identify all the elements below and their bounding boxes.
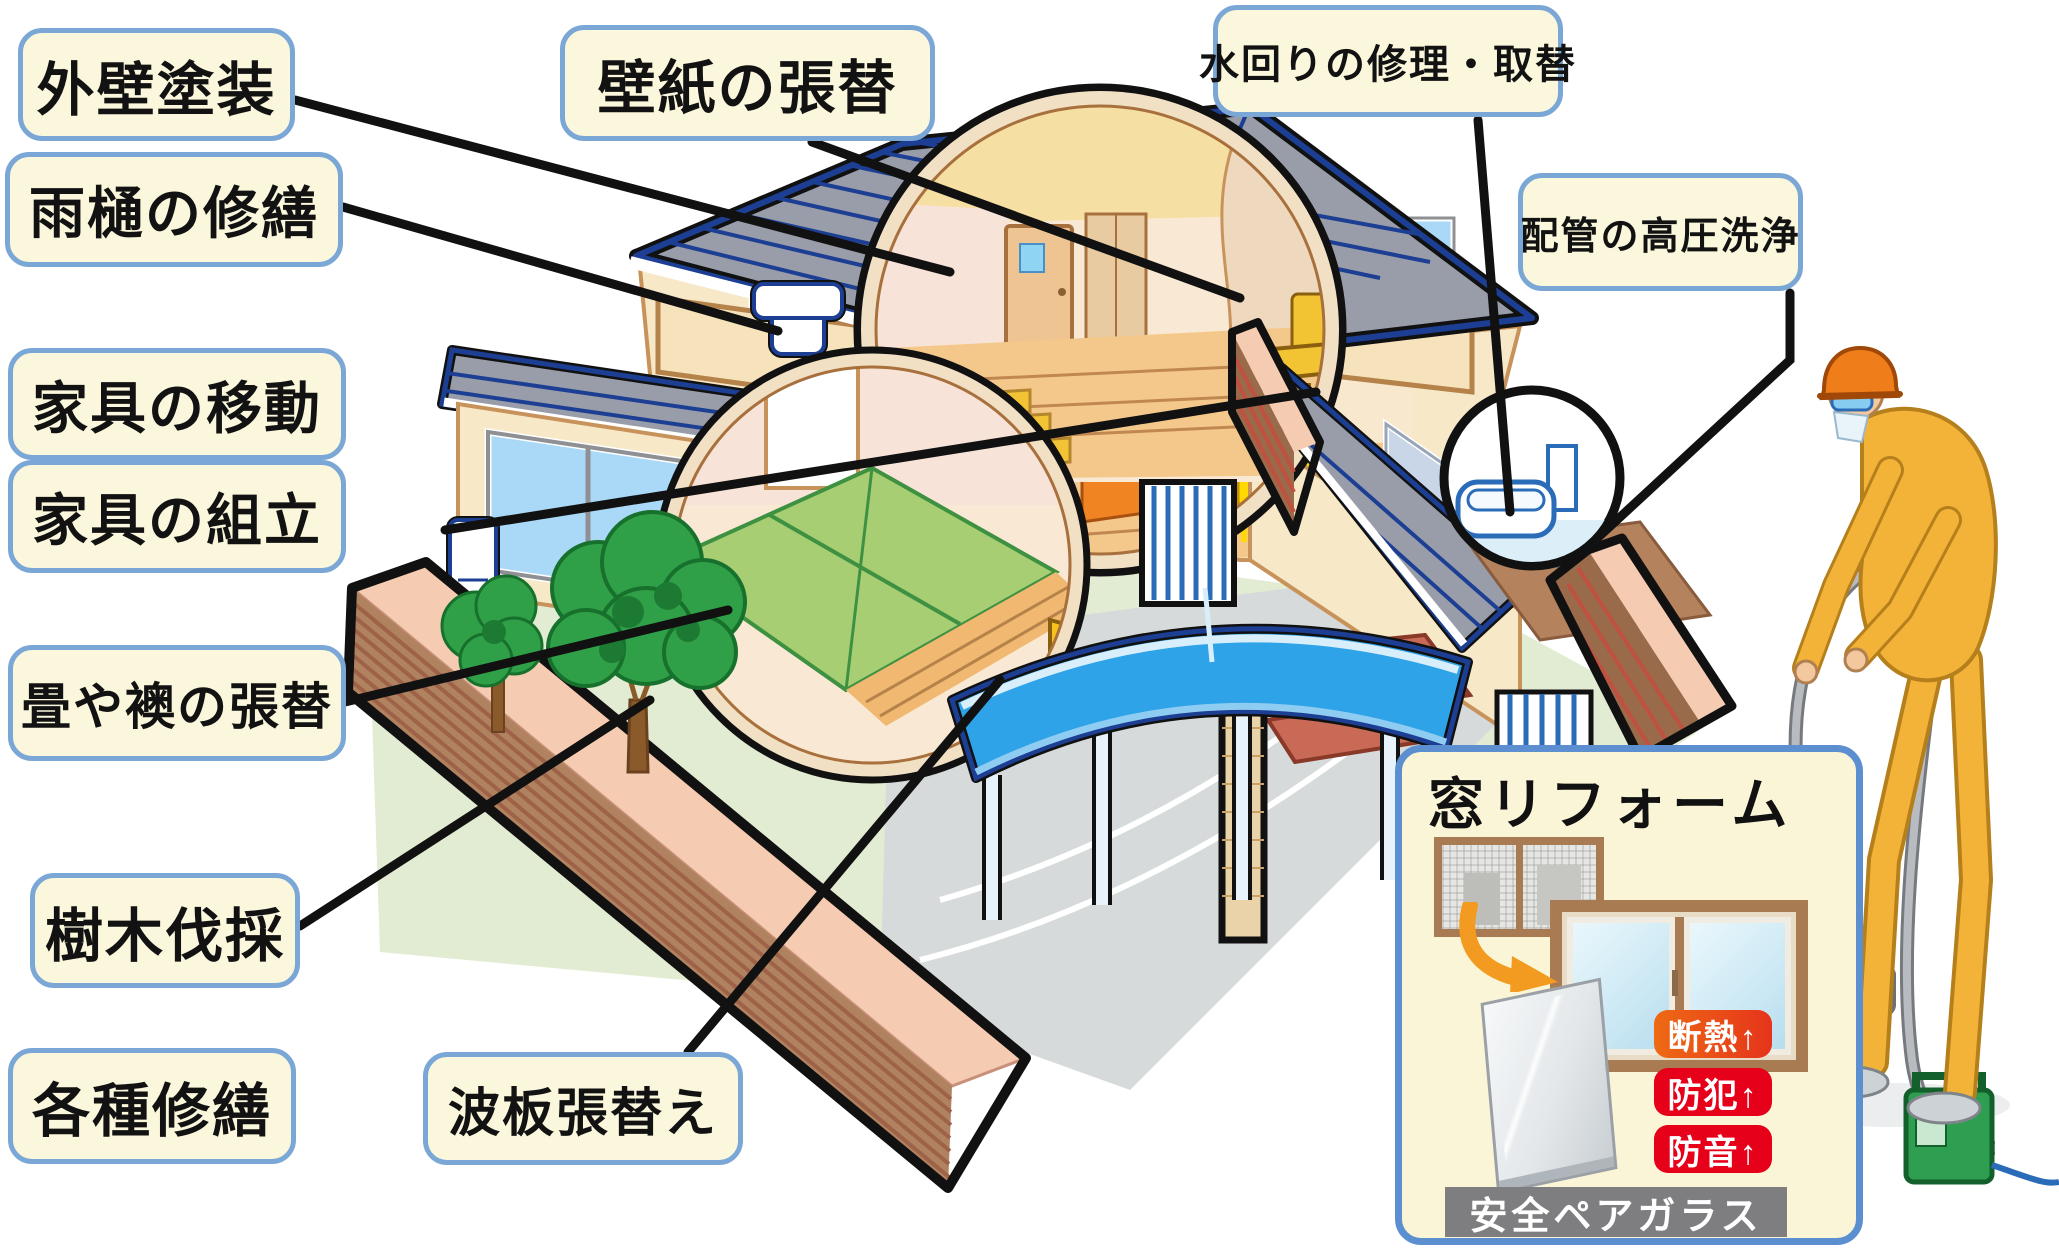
label-tatami-fusuma-recovering: 畳や襖の張替 [8,645,346,761]
face-shield [1832,410,1870,444]
leader-lines [290,95,1795,1057]
label-furniture-moving: 家具の移動 [8,348,346,460]
leader-line-kagu [440,387,1321,535]
interior-door [1004,224,1074,350]
label-exterior-wall-painting: 外壁塗装 [18,28,295,141]
leader-line-gaiheki [290,95,955,277]
washer-machine [1903,1072,2059,1186]
hand [1843,647,1869,673]
leader-line-haikan [1573,288,1795,561]
garden-trees [440,510,747,774]
leader-line-mizumawari [1473,115,1515,517]
replace-arrow-icon [1459,902,1558,992]
pair-glass-illustration [1480,977,1623,1196]
side-gate [1494,689,1594,751]
window-reform-panel: 窓リフォーム 断熱↑ 防犯↑ 防音↑ 安全ペアガラス [1395,745,1863,1245]
carport-posts [982,700,1400,920]
old-window-illustration [1434,837,1604,937]
window-mullion [1674,917,1684,1055]
leader-line-tatami [340,605,733,707]
label-corrugated-sheet-replacement: 波板張替え [423,1052,743,1165]
leader-line-jumoku [295,695,655,931]
gate [1139,479,1237,607]
safety-pair-glass-caption: 安全ペアガラス [1445,1187,1787,1238]
shoe [1906,1091,1982,1125]
leader-line-namiita [683,675,1005,1057]
carport [947,587,1473,920]
badge-soundproof: 防音↑ [1654,1125,1772,1173]
badge-insulation: 断熱↑ [1654,1010,1772,1058]
label-plumbing-repair-replacement: 水回りの修理・取替 [1199,5,1575,117]
label-tree-felling: 樹木伐採 [30,873,300,988]
right-brick-wall-lower [1545,533,1737,763]
big-tree [546,510,747,774]
worker-figure [1792,345,1998,1125]
label-various-repairs: 各種修繕 [8,1048,296,1164]
label-wallpaper-replacement: 壁紙の張替 [560,25,935,141]
label-rain-gutter-repair: 雨樋の修繕 [5,152,343,267]
badge-security: 防犯↑ [1654,1068,1772,1116]
hard-hat [1819,345,1901,401]
left-brick-wall [343,557,1031,1193]
window-mullion [1516,845,1523,929]
right-brick-wall-upper [1228,318,1324,536]
label-pipe-high-pressure-cleaning: 配管の高圧洗浄 [1518,173,1803,291]
window-reform-title: 窓リフォーム [1428,773,1793,836]
leader-line-kabegami [807,137,1245,303]
wood-veranda [846,572,1082,726]
hand [1793,659,1819,685]
window-handle [1671,970,1678,996]
leader-line-amadoi [338,202,783,336]
label-furniture-assembly: 家具の組立 [8,460,346,573]
